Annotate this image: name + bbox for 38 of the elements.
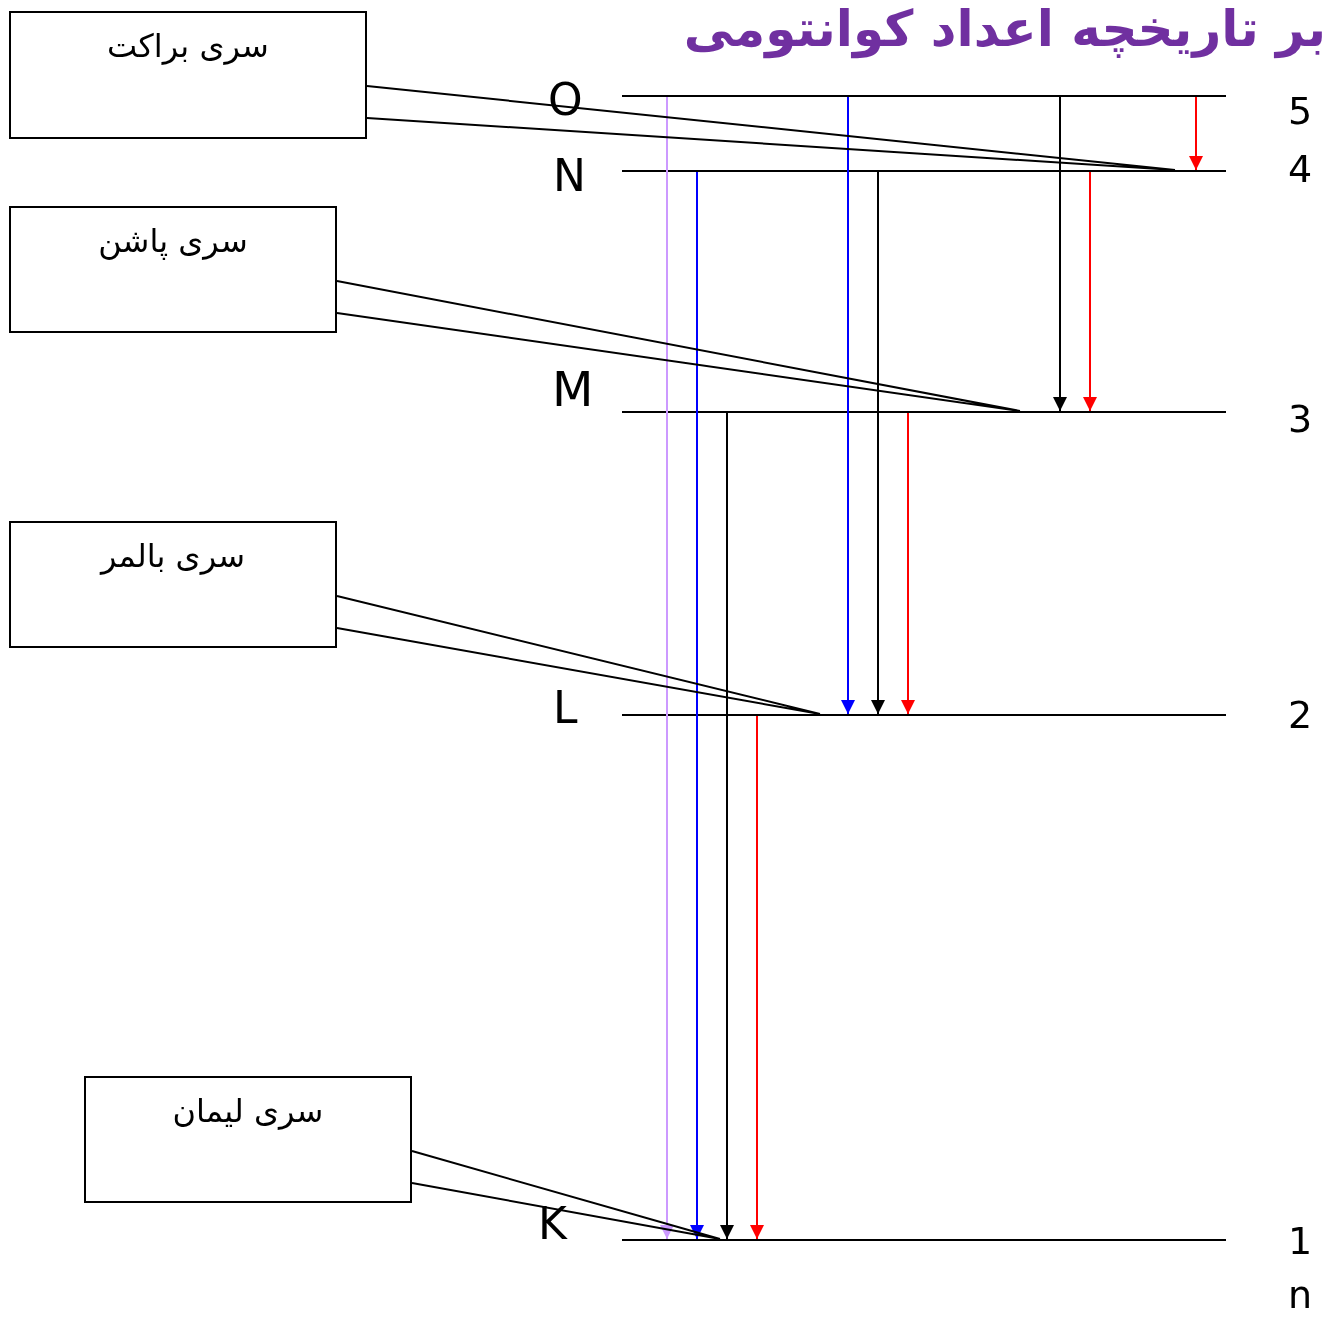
shell-letter: M <box>552 365 594 413</box>
callout-text: سری بالمر <box>98 537 247 575</box>
energy-level-line <box>622 1239 1226 1241</box>
callout-box <box>84 1076 412 1203</box>
leader-line <box>336 595 821 715</box>
level-number: n <box>1288 1276 1313 1314</box>
level-number: 3 <box>1288 400 1313 438</box>
callout-text: سری براکت <box>106 27 270 65</box>
title: بر تاریخچه اعداد کوانتومی <box>683 2 1326 57</box>
energy-level-line <box>622 411 1226 413</box>
level-number: 5 <box>1288 92 1313 130</box>
energy-level-line <box>622 95 1226 97</box>
transition-arrow <box>660 96 674 1240</box>
level-number: 2 <box>1288 696 1313 734</box>
transition-arrow <box>871 171 885 715</box>
leader-line <box>366 85 1176 171</box>
callout-box <box>9 206 337 333</box>
level-number: 4 <box>1288 150 1313 188</box>
shell-letter: K <box>538 1202 567 1246</box>
transition-arrow <box>901 412 915 715</box>
transition-arrow <box>690 171 704 1240</box>
callout-box <box>9 11 367 139</box>
transition-arrow <box>1083 171 1097 412</box>
callout-box <box>9 521 337 648</box>
callout-text: سری پاشن <box>97 222 249 260</box>
transition-arrow <box>720 412 734 1240</box>
transition-arrow <box>1053 96 1067 412</box>
shell-letter: N <box>553 154 586 198</box>
transition-arrow <box>750 715 764 1240</box>
transition-arrow <box>1189 96 1203 171</box>
energy-level-line <box>622 170 1226 172</box>
transition-arrow <box>841 96 855 715</box>
callout-text: سری لیمان <box>171 1092 325 1130</box>
level-number: 1 <box>1288 1222 1313 1260</box>
leader-line <box>336 280 1021 412</box>
leader-line <box>411 1150 721 1240</box>
energy-level-line <box>622 714 1226 716</box>
shell-letter: L <box>553 686 578 730</box>
